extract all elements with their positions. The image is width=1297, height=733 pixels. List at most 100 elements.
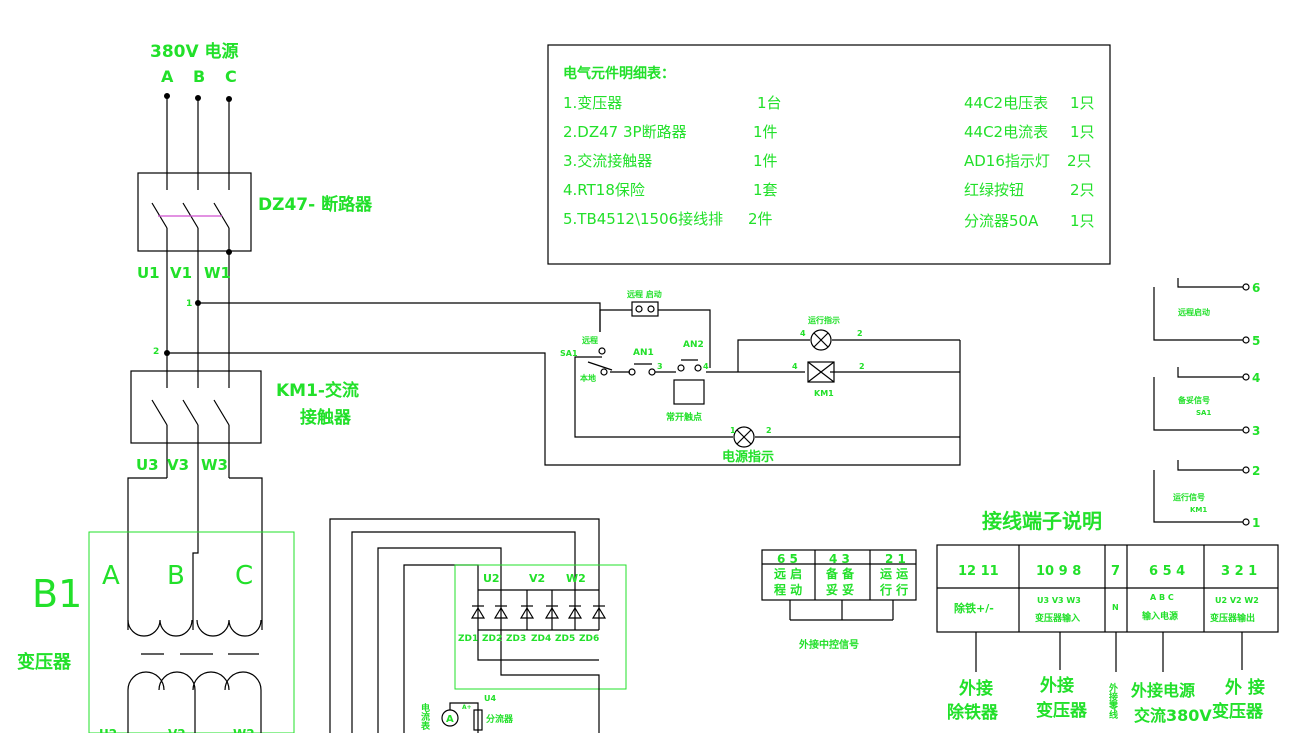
diode-zd2: ZD2 bbox=[482, 634, 502, 644]
tb-caption-4b: 交流380V bbox=[1134, 706, 1212, 725]
remote-label: 远程 bbox=[582, 335, 598, 345]
run-n4: 4 bbox=[800, 329, 806, 338]
run-indicator-label: 运行指示 bbox=[808, 315, 840, 325]
num-4: 4 bbox=[703, 362, 709, 371]
an2-label: AN2 bbox=[683, 340, 704, 350]
breaker-switch bbox=[151, 202, 230, 251]
num-3: 3 bbox=[657, 362, 663, 371]
power-indicator-lamp bbox=[733, 426, 755, 448]
rect-v2: V2 bbox=[529, 572, 545, 585]
tb-caption-4a: 外接电源 bbox=[1130, 681, 1195, 700]
svg-text:3: 3 bbox=[1252, 424, 1260, 438]
diode-zd4: ZD4 bbox=[531, 634, 551, 644]
tb-caption-5a: 外 接 bbox=[1225, 677, 1265, 698]
svg-text:4 3: 4 3 bbox=[829, 552, 850, 566]
tb-caption-2a: 外接 bbox=[1040, 675, 1074, 696]
svg-text:远 启: 远 启 bbox=[774, 566, 802, 581]
svg-text:A B C: A B C bbox=[1150, 593, 1174, 602]
km1-coil-label: KM1 bbox=[814, 389, 834, 398]
run-n2: 2 bbox=[857, 329, 863, 338]
breaker-out-v1: V1 bbox=[170, 264, 192, 282]
signal-group-running: 运行信号 KM1 2 1 bbox=[1153, 460, 1260, 530]
tb-caption-1a: 外接 bbox=[959, 678, 993, 699]
parts-table-box bbox=[547, 44, 1111, 265]
winding-a: A bbox=[102, 561, 120, 591]
external-control-caption: 外接中控信号 bbox=[798, 638, 859, 651]
part-qty: 1台 bbox=[757, 94, 782, 112]
transformer-coils bbox=[127, 619, 262, 733]
diode-zd1: ZD1 bbox=[458, 634, 478, 644]
breaker-box bbox=[137, 172, 252, 252]
svg-text:行 行: 行 行 bbox=[879, 582, 908, 597]
breaker-label: DZ47- 断路器 bbox=[258, 194, 373, 215]
part-qty: 1只 bbox=[1070, 212, 1095, 230]
input-wires bbox=[166, 96, 230, 190]
remote-start-button bbox=[631, 301, 659, 317]
breaker-out-w1: W1 bbox=[204, 264, 231, 282]
part-name: 44C2电流表 bbox=[964, 123, 1048, 141]
tb-caption-3: 外接零线 bbox=[1107, 682, 1119, 720]
rect-u2: U2 bbox=[483, 572, 500, 585]
svg-text:除铁+/-: 除铁+/- bbox=[954, 601, 994, 615]
transformer-box bbox=[88, 531, 295, 733]
part-name: 3.交流接触器 bbox=[563, 152, 652, 170]
parts-table-rows: 1.变压器 1台 2.DZ47 3P断路器 1件 3.交流接触器 1件 4.RT… bbox=[563, 94, 1095, 230]
svg-text:U2 V2 W2: U2 V2 W2 bbox=[1215, 596, 1259, 605]
diode-zd3: ZD3 bbox=[506, 634, 526, 644]
diode-zd6: ZD6 bbox=[579, 634, 599, 644]
km1-coil bbox=[807, 361, 835, 383]
part-qty: 1件 bbox=[753, 123, 778, 141]
tb-caption-5b: 变压器 bbox=[1212, 701, 1264, 722]
part-name: 2.DZ47 3P断路器 bbox=[563, 123, 687, 141]
svg-text:A: A bbox=[446, 714, 454, 725]
part-name: 44C2电压表 bbox=[964, 94, 1048, 112]
coil-n2: 2 bbox=[859, 362, 865, 371]
svg-text:备妥信号: 备妥信号 bbox=[1177, 395, 1210, 405]
svg-text:4: 4 bbox=[1252, 371, 1260, 385]
tb-caption-1b: 除铁器 bbox=[947, 702, 999, 723]
contactor-label-1: KM1-交流 bbox=[276, 380, 359, 401]
contactor-contacts bbox=[151, 399, 230, 478]
an1-label: AN1 bbox=[633, 348, 654, 358]
local-label: 本地 bbox=[579, 373, 596, 383]
breaker-out-u1: U1 bbox=[137, 264, 160, 282]
phase-a-label: A bbox=[161, 67, 174, 86]
parts-table-title: 电气元件明细表： bbox=[563, 65, 675, 82]
tb-caption-2b: 变压器 bbox=[1036, 700, 1088, 721]
phase-c-label: C bbox=[225, 67, 237, 86]
svg-text:6: 6 bbox=[1252, 281, 1260, 295]
part-name: 分流器50A bbox=[964, 212, 1039, 230]
secondary-u2: U2 bbox=[99, 727, 117, 733]
part-qty: 2只 bbox=[1067, 152, 1092, 170]
sa1-label: SA1 bbox=[560, 349, 578, 358]
part-qty: 1只 bbox=[1070, 123, 1095, 141]
pw-n2: 2 bbox=[766, 426, 772, 435]
transformer-id: B1 bbox=[32, 572, 82, 616]
part-name: 1.变压器 bbox=[563, 94, 622, 112]
contactor-out-w3: W3 bbox=[201, 456, 228, 474]
power-title: 380V 电源 bbox=[150, 41, 239, 62]
a-plus-label: A+ bbox=[462, 704, 472, 711]
part-name: 5.TB4512\1506接线排 bbox=[563, 210, 723, 228]
rectifier-feed-wires bbox=[329, 518, 600, 733]
run-indicator-lamp bbox=[810, 329, 832, 351]
terminal-block-table: 12 11 除铁+/- 10 9 8 U3 V3 W3 变压器输入 7 N 6 … bbox=[936, 544, 1279, 672]
svg-text:SA1: SA1 bbox=[1196, 409, 1211, 417]
svg-text:远程启动: 远程启动 bbox=[1178, 307, 1210, 317]
svg-text:1: 1 bbox=[1252, 516, 1260, 530]
signal-group-ready: 备妥信号 SA1 4 3 bbox=[1153, 367, 1260, 438]
svg-text:2: 2 bbox=[1252, 464, 1260, 478]
secondary-v2: V2 bbox=[168, 727, 186, 733]
transformer-name: 变压器 bbox=[17, 651, 72, 673]
coil-n4: 4 bbox=[792, 362, 798, 371]
winding-c: C bbox=[235, 561, 253, 591]
svg-text:运行信号: 运行信号 bbox=[1173, 492, 1205, 502]
svg-text:U3 V3 W3: U3 V3 W3 bbox=[1037, 596, 1081, 605]
ammeter: A bbox=[441, 702, 483, 733]
pw-n1: 1 bbox=[730, 426, 736, 435]
svg-text:变压器输入: 变压器输入 bbox=[1035, 612, 1080, 624]
svg-text:3 2 1: 3 2 1 bbox=[1221, 564, 1257, 579]
wire-number-2: 2 bbox=[153, 347, 159, 357]
contactor-out-v3: V3 bbox=[167, 456, 189, 474]
part-qty: 1套 bbox=[753, 181, 778, 199]
